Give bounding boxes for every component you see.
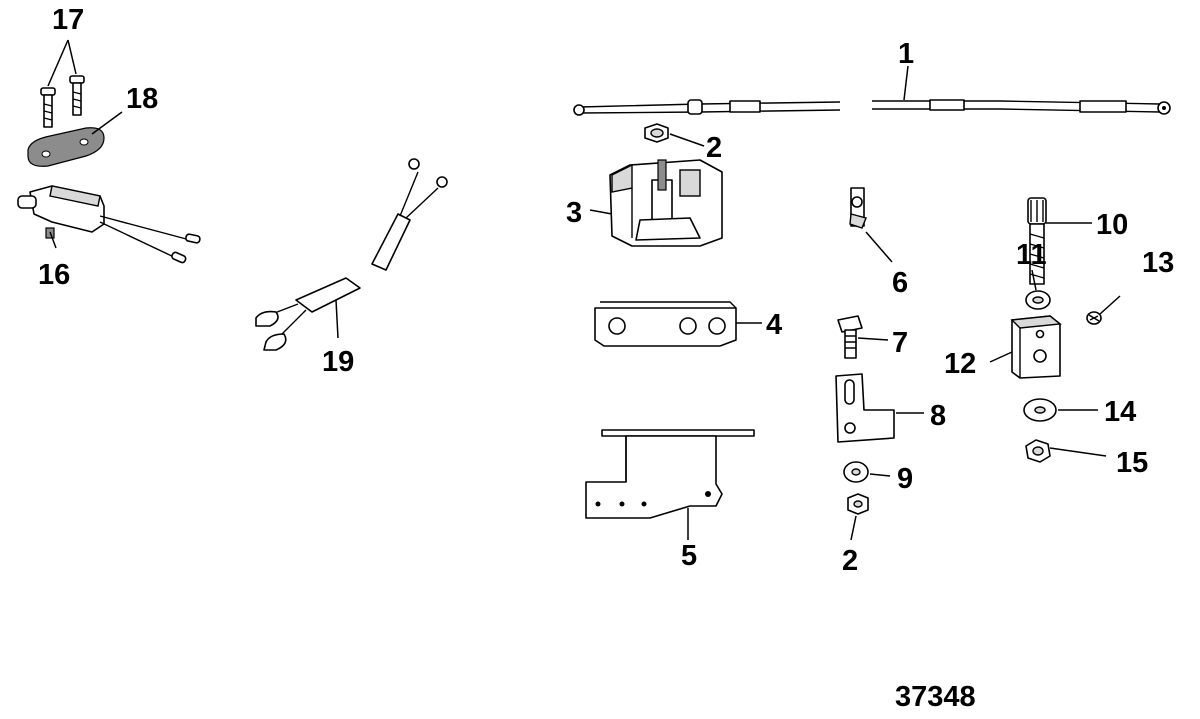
part-6-clamp <box>849 187 867 229</box>
leader-lines <box>47 39 1121 541</box>
callout-14: 14 <box>1104 396 1136 428</box>
part-19-wire-harness <box>255 158 448 351</box>
callout-9: 9 <box>897 463 913 495</box>
callout-3: 3 <box>566 197 582 229</box>
part-12-block <box>1010 315 1062 379</box>
part-5-mounting-bracket <box>585 429 755 519</box>
part-2-nut-top <box>644 123 669 143</box>
part-10-screw <box>1027 197 1047 285</box>
part-3-anchor-block <box>609 159 723 247</box>
figure-code: 37348 <box>895 681 976 713</box>
callout-12: 12 <box>944 348 976 380</box>
part-2-nut-bottom <box>847 493 869 515</box>
part-9-washer <box>843 461 869 483</box>
part-14-washer <box>1023 398 1057 422</box>
part-7-bolt <box>837 315 863 359</box>
part-8-l-bracket <box>835 373 895 443</box>
part-15-nut <box>1025 439 1051 463</box>
callout-10: 10 <box>1096 209 1128 241</box>
part-18-cover-plate <box>27 127 105 167</box>
part-11-washer <box>1025 290 1051 310</box>
callout-19: 19 <box>322 346 354 378</box>
callout-7: 7 <box>892 327 908 359</box>
callout-2-bottom: 2 <box>842 545 858 577</box>
callout-17: 17 <box>52 4 84 36</box>
callout-16: 16 <box>38 259 70 291</box>
callout-2-top: 2 <box>706 132 722 164</box>
callout-5: 5 <box>681 540 697 572</box>
part-13-set-screw <box>1086 311 1102 325</box>
part-17-screws <box>40 75 85 128</box>
callout-13: 13 <box>1142 247 1174 279</box>
callout-15: 15 <box>1116 447 1148 479</box>
callout-8: 8 <box>930 400 946 432</box>
callout-1: 1 <box>898 38 914 70</box>
callout-4: 4 <box>766 309 782 341</box>
callout-6: 6 <box>892 267 908 299</box>
callout-11: 11 <box>1016 239 1047 271</box>
part-1-cable <box>573 99 1171 116</box>
part-4-flat-bracket <box>594 301 737 347</box>
callout-labels: 1 2 2 3 4 5 6 7 8 9 10 11 12 13 14 15 16… <box>38 4 1174 577</box>
part-16-switch <box>17 185 201 264</box>
callout-18: 18 <box>126 83 158 115</box>
